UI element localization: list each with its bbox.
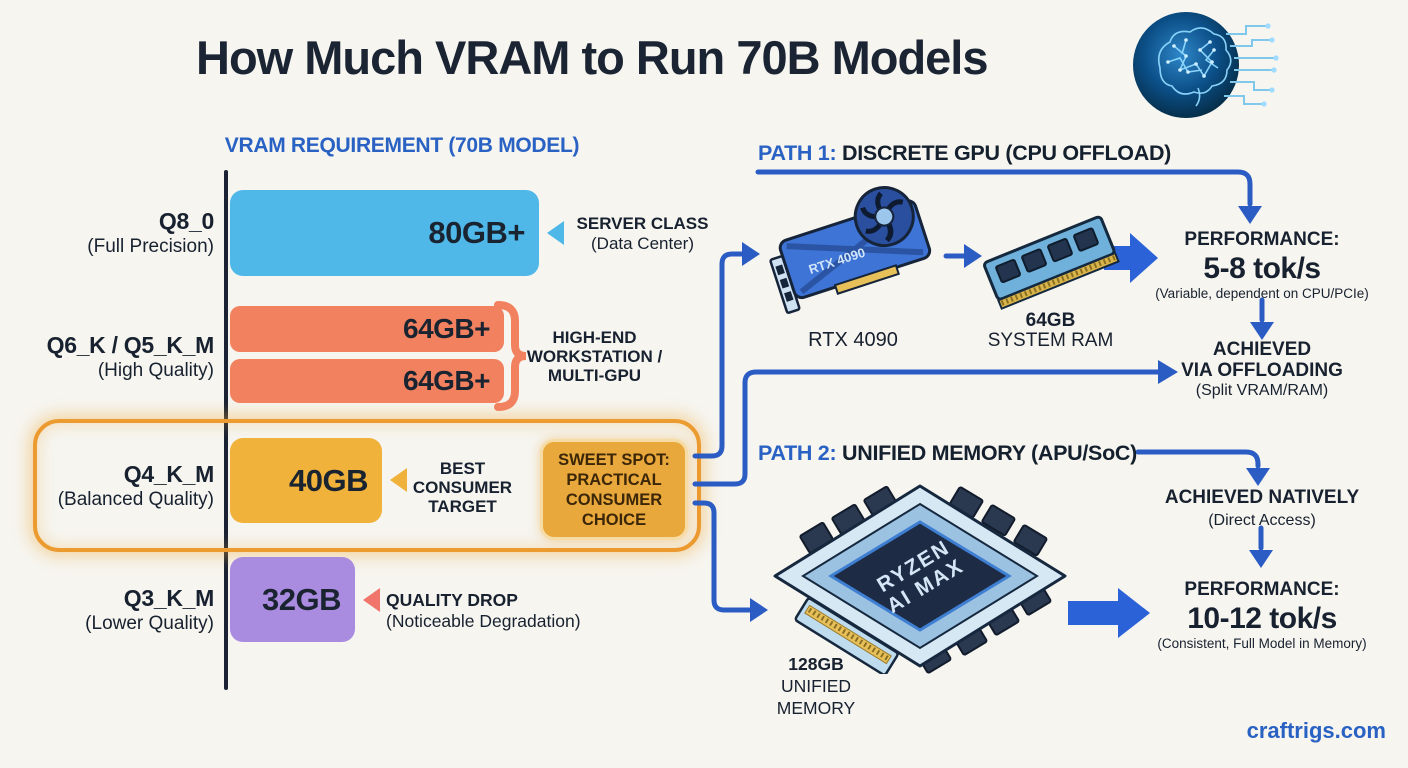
bar-value: 64GB+ xyxy=(403,365,491,396)
arrowhead-perf1-down xyxy=(1250,322,1274,340)
badge-line: PRACTICAL xyxy=(566,470,662,489)
quant-name: Q4_K_M xyxy=(123,461,215,487)
circuit-traces-icon xyxy=(1224,25,1274,105)
path2-prefix: PATH 2: xyxy=(758,441,837,465)
note-q6: HIGH-END WORKSTATION / MULTI-GPU xyxy=(522,328,667,385)
bar-q6-bottom: 64GB+ xyxy=(230,359,504,403)
marker-triangle-q4-icon xyxy=(390,468,407,492)
path1-performance: PERFORMANCE: 5-8 tok/s (Variable, depend… xyxy=(1122,228,1402,303)
ai-brain-icon xyxy=(1122,6,1282,124)
bar-value: 64GB+ xyxy=(403,313,491,344)
thick-arrow-ram-to-perf xyxy=(1104,233,1158,283)
badge-line: SWEET SPOT: xyxy=(558,450,670,469)
path1-title: DISCRETE GPU (CPU OFFLOAD) xyxy=(842,141,1172,165)
row-label-q6: Q6_K / Q5_K_M (High Quality) xyxy=(10,332,215,383)
perf-value: 10-12 tok/s xyxy=(1187,602,1337,635)
path1-achieved: ACHIEVED VIA OFFLOADING (Split VRAM/RAM) xyxy=(1122,339,1402,401)
arrowhead-ach2-down xyxy=(1249,550,1273,568)
path2-header-line xyxy=(1135,449,1261,469)
note-line: CONSUMER xyxy=(412,478,513,497)
path2-header: PATH 2: UNIFIED MEMORY (APU/SoC) xyxy=(758,441,1137,466)
marker-triangle-q3-icon xyxy=(363,588,380,612)
bar-value: 80GB+ xyxy=(428,215,525,250)
row-label-q3: Q3_K_M (Lower Quality) xyxy=(10,586,214,636)
arrowhead-into-gpu xyxy=(742,242,760,266)
quant-quality: (Balanced Quality) xyxy=(57,489,214,510)
sweet-spot-badge: SWEET SPOT: PRACTICAL CONSUMER CHOICE xyxy=(540,439,688,540)
arrowhead-offload xyxy=(1158,360,1178,384)
thick-arrow-apu-to-perf xyxy=(1068,588,1150,638)
quant-quality: (Full Precision) xyxy=(87,236,214,257)
arrowhead-path1-down xyxy=(1238,206,1262,224)
memory-line: MEMORY xyxy=(776,698,856,718)
achieved-note: (Split VRAM/RAM) xyxy=(1195,382,1329,399)
note-line: WORKSTATION / xyxy=(526,347,663,366)
path2-title: UNIFIED MEMORY (APU/SoC) xyxy=(842,441,1138,465)
ram-stick-illustration xyxy=(975,208,1125,313)
path1-header: PATH 1: DISCRETE GPU (CPU OFFLOAD) xyxy=(758,141,1171,166)
bar-q6-top: 64GB+ xyxy=(230,306,504,352)
badge-line: CONSUMER xyxy=(565,490,663,509)
perf-value: 5-8 tok/s xyxy=(1203,252,1321,285)
quant-name: Q8_0 xyxy=(158,208,214,234)
arrowhead-into-ram xyxy=(964,244,982,268)
arrowhead-path2-down xyxy=(1246,468,1270,486)
connector-offload-line xyxy=(692,369,1161,487)
note-sub: (Noticeable Degradation) xyxy=(386,611,581,631)
quant-quality: (High Quality) xyxy=(97,360,214,381)
note-q3: QUALITY DROP (Noticeable Degradation) xyxy=(386,590,646,632)
note-line: BEST xyxy=(439,459,486,478)
bar-q3: 32GB xyxy=(230,557,355,642)
bar-value: 32GB xyxy=(262,581,341,617)
quant-name: Q3_K_M xyxy=(123,585,215,611)
perf-note: (Variable, dependent on CPU/PCIe) xyxy=(1155,286,1369,301)
path1-prefix: PATH 1: xyxy=(758,141,837,165)
note-line: MULTI-GPU xyxy=(547,366,642,385)
note-q4: BEST CONSUMER TARGET xyxy=(405,459,520,516)
path1-header-line xyxy=(755,169,1253,207)
note-title: SERVER CLASS xyxy=(576,214,709,233)
arrowhead-into-apu xyxy=(750,598,768,622)
row-label-q4: Q4_K_M (Balanced Quality) xyxy=(10,461,215,512)
bar-q8: 80GB+ xyxy=(230,190,539,276)
achieved-line: VIA OFFLOADING xyxy=(1181,360,1343,381)
perf-label: PERFORMANCE: xyxy=(1184,579,1340,600)
perf-label: PERFORMANCE: xyxy=(1184,229,1340,250)
connector-sweet-to-gpu xyxy=(692,251,745,459)
memory-capacity: 128GB xyxy=(788,654,844,674)
perf-note: (Consistent, Full Model in Memory) xyxy=(1157,636,1367,651)
quant-quality: (Lower Quality) xyxy=(85,613,214,634)
connector-sweet-to-apu xyxy=(692,500,753,613)
row-label-q8: Q8_0 (Full Precision) xyxy=(10,209,214,259)
note-title: QUALITY DROP xyxy=(386,590,518,610)
apu-chip-illustration: RYZEN AI MAX xyxy=(765,478,1075,674)
website-watermark: craftrigs.com xyxy=(1246,718,1386,743)
unified-memory-label: 128GB UNIFIED MEMORY xyxy=(755,653,877,719)
ram-label: 64GB SYSTEM RAM xyxy=(978,311,1123,351)
path2-performance: PERFORMANCE: 10-12 tok/s (Consistent, Fu… xyxy=(1122,578,1402,653)
achieved-line: ACHIEVED xyxy=(1212,339,1312,360)
path2-achieved: ACHIEVED NATIVELY (Direct Access) xyxy=(1122,486,1402,531)
note-line: TARGET xyxy=(428,497,497,516)
page-title: How Much VRAM to Run 70B Models xyxy=(196,31,988,84)
achieved-title: ACHIEVED NATIVELY xyxy=(1164,487,1360,508)
bar-value: 40GB xyxy=(289,462,368,498)
marker-triangle-q8-icon xyxy=(547,221,564,245)
badge-line: CHOICE xyxy=(581,510,647,529)
ram-type: SYSTEM RAM xyxy=(987,330,1114,351)
chart-axis xyxy=(224,170,228,690)
ram-capacity: 64GB xyxy=(1025,310,1076,331)
brace-icon xyxy=(494,300,530,412)
memory-line: UNIFIED xyxy=(781,676,851,696)
note-sub: (Data Center) xyxy=(591,234,694,253)
chart-title: VRAM REQUIREMENT (70B MODEL) xyxy=(224,134,580,157)
quant-name: Q6_K / Q5_K_M xyxy=(46,332,215,358)
gpu-card-illustration: RTX 4090 xyxy=(756,178,951,330)
note-q8: SERVER CLASS (Data Center) xyxy=(560,214,725,254)
note-line: HIGH-END xyxy=(552,328,637,347)
bar-q4: 40GB xyxy=(230,438,382,523)
gpu-name-label: RTX 4090 xyxy=(808,329,898,351)
achieved-note: (Direct Access) xyxy=(1208,512,1316,529)
